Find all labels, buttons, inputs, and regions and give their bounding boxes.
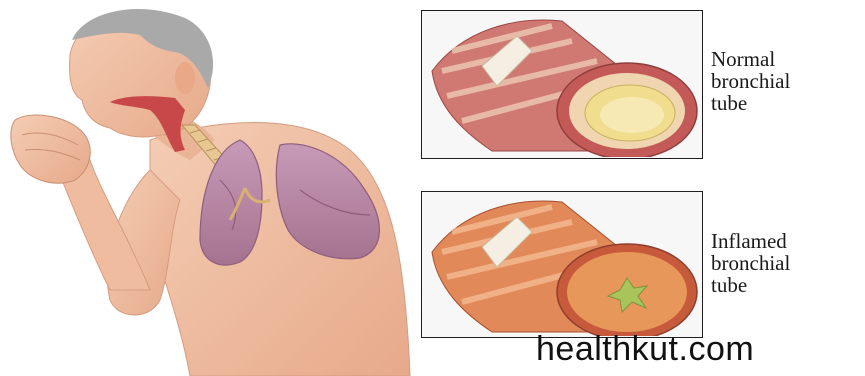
- inflamed-bronchial-tube-panel: [421, 191, 703, 338]
- label-line: tube: [711, 274, 861, 296]
- label-line: Normal: [711, 48, 861, 70]
- label-line: bronchial: [711, 70, 861, 92]
- fist: [11, 115, 90, 183]
- normal-bronchial-tube-label: Normal bronchial tube: [711, 48, 861, 114]
- inflamed-bronchial-tube-label: Inflamed bronchial tube: [711, 230, 861, 296]
- normal-bronchial-tube-panel: [421, 10, 703, 159]
- label-line: tube: [711, 92, 861, 114]
- ear: [175, 62, 195, 94]
- coughing-man-illustration: [0, 0, 420, 376]
- watermark-text: healthkut.com: [536, 330, 754, 369]
- normal-bronchial-tube-illustration: [422, 11, 701, 157]
- label-line: bronchial: [711, 252, 861, 274]
- inflamed-bronchial-tube-illustration: [422, 192, 701, 336]
- label-line: Inflamed: [711, 230, 861, 252]
